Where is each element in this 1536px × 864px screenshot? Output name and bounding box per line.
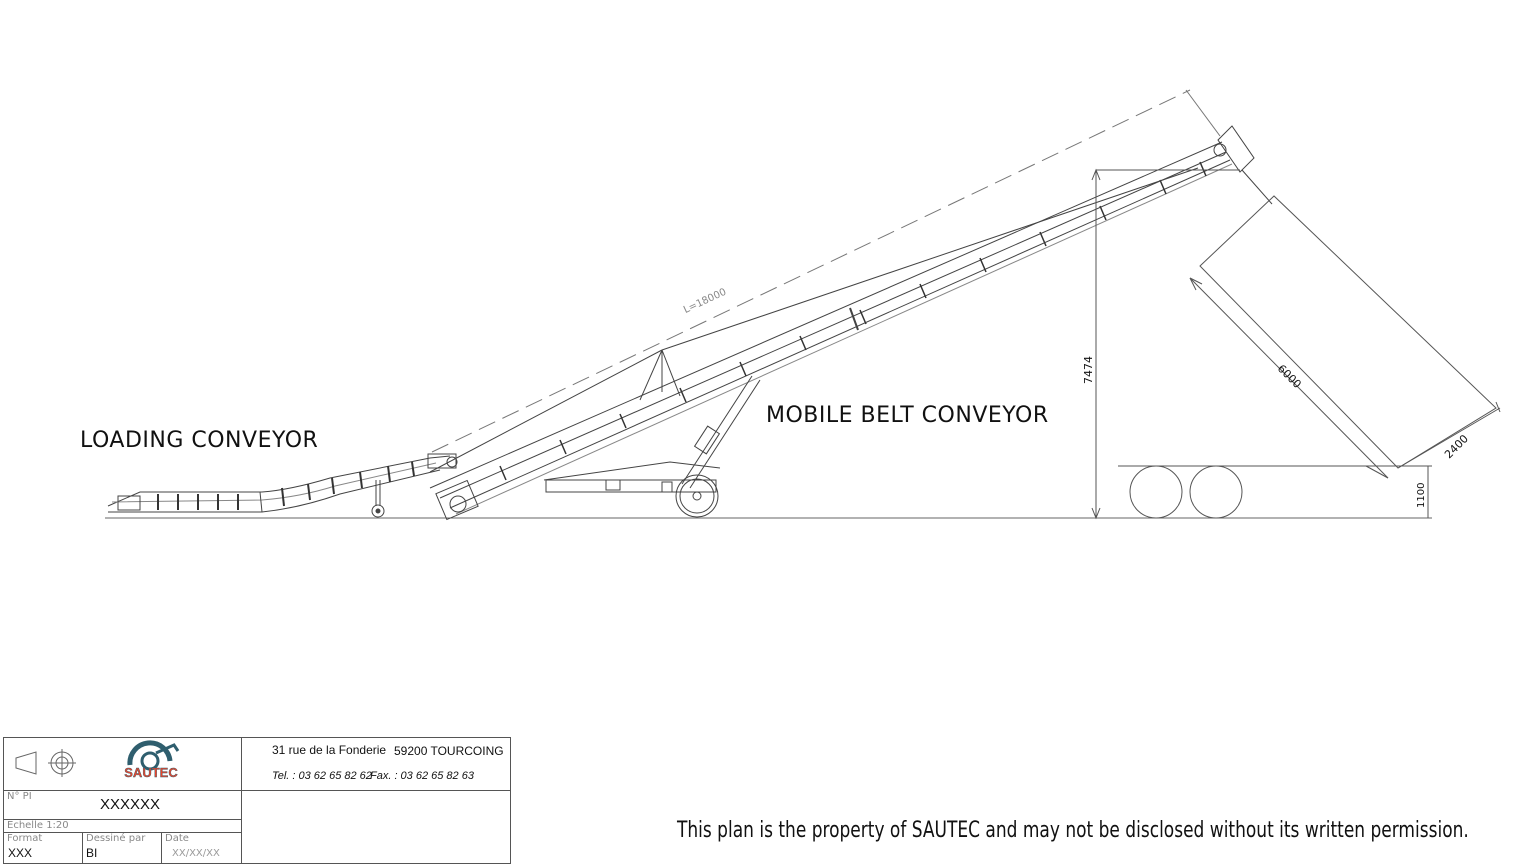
- scale-label: Echelle 1:20: [7, 820, 69, 831]
- company-tel: Tel. : 03 62 65 82 62: [272, 770, 372, 782]
- ownership-notice: This plan is the property of SAUTEC and …: [677, 818, 1469, 843]
- length-dimension: [431, 89, 1221, 453]
- sautec-logo: SAUTEC: [124, 740, 180, 780]
- pi-label: N° PI: [7, 791, 32, 802]
- company-city: 59200 TOURCOING: [394, 744, 504, 758]
- format-label: Format: [7, 833, 43, 844]
- projection-symbol-icon: [15, 749, 76, 777]
- drawn-by-value: BI: [86, 846, 98, 860]
- date-value: XX/XX/XX: [172, 848, 220, 859]
- height-dimension: [1091, 168, 1240, 520]
- truck-body: [1118, 195, 1501, 519]
- company-fax: Fax. : 03 62 65 82 63: [370, 770, 474, 782]
- drawn-by-label: Dessiné par: [86, 833, 146, 844]
- company-address: 31 rue de la Fonderie: [272, 743, 387, 757]
- svg-text:SAUTEC: SAUTEC: [124, 765, 178, 780]
- mobile-belt-conveyor: [429, 125, 1273, 521]
- loading-conveyor-label: LOADING CONVEYOR: [80, 428, 319, 453]
- pi-value: XXXXXX: [100, 796, 161, 813]
- height-dimension-label: 7474: [1082, 356, 1095, 384]
- mobile-belt-conveyor-label: MOBILE BELT CONVEYOR: [766, 403, 1049, 428]
- date-label: Date: [165, 833, 189, 844]
- title-block-notes-cell: [241, 790, 511, 864]
- deck-height-dimension-label: 1100: [1416, 482, 1427, 508]
- format-value: XXX: [8, 846, 33, 860]
- loading-conveyor: [107, 453, 458, 518]
